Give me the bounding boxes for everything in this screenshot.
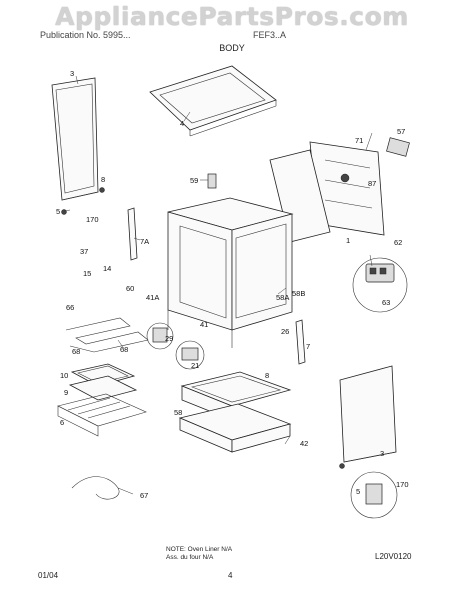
side-panel-right[interactable]	[339, 365, 397, 463]
callout-14: 14	[103, 264, 111, 273]
callout-68-left: 68	[72, 347, 80, 356]
callout-1: 1	[346, 236, 350, 245]
oven-rack[interactable]	[57, 393, 147, 437]
callout-59: 59	[190, 176, 198, 185]
publication-number: Publication No. 5995...	[40, 30, 131, 40]
callout-29: 29	[165, 334, 173, 343]
callout-3: 3	[70, 69, 74, 78]
model-number: FEF3..A	[253, 30, 287, 40]
watermark: AppliancePartsPros.com	[55, 2, 409, 31]
callout-170-right: 170	[396, 480, 409, 489]
callout-58b: 58B	[292, 289, 305, 298]
callout-67: 67	[140, 491, 148, 500]
callout-41: 41	[200, 320, 208, 329]
callout-58a: 58A	[276, 293, 289, 302]
callout-68-right: 68	[120, 345, 128, 354]
door-switch[interactable]	[175, 340, 205, 370]
callout-5: 5	[56, 207, 60, 216]
callout-15: 15	[83, 269, 91, 278]
serial-plate[interactable]	[386, 137, 410, 157]
callout-7: 7	[306, 342, 310, 351]
callout-170: 170	[86, 215, 99, 224]
screw-right	[339, 463, 345, 469]
callout-4: 4	[180, 119, 184, 128]
broil-element[interactable]	[71, 476, 120, 500]
screw-left	[61, 209, 67, 215]
note-line-1: NOTE: Oven Liner N/A	[166, 546, 233, 553]
outlet-receptacle[interactable]	[146, 322, 174, 350]
callout-66: 66	[66, 303, 74, 312]
callout-3-right: 3	[380, 449, 384, 458]
storage-drawer[interactable]	[178, 371, 292, 453]
callout-9: 9	[64, 388, 68, 397]
callout-labels: 3 4 71 57 8 59 87 5 170 7A 37 1 62 14 15…	[56, 69, 409, 500]
callout-60: 60	[126, 284, 134, 293]
callout-8: 8	[101, 175, 105, 184]
side-panel-left[interactable]	[51, 77, 99, 201]
note-line-2: Ass. du four N/A	[166, 554, 214, 561]
cooktop-top-panel[interactable]	[149, 65, 277, 137]
callout-42: 42	[300, 439, 308, 448]
spacer-part[interactable]	[207, 173, 217, 189]
screw-left-upper	[99, 187, 105, 193]
callout-62: 62	[394, 238, 402, 247]
section-title: BODY	[219, 43, 245, 53]
callout-37: 37	[80, 247, 88, 256]
callout-41a: 41A	[146, 293, 159, 302]
callout-26: 26	[281, 327, 289, 336]
page-number: 4	[228, 571, 233, 580]
callout-6: 6	[60, 418, 64, 427]
callout-71: 71	[355, 136, 363, 145]
callout-5-right: 5	[356, 487, 360, 496]
callout-57: 57	[397, 127, 405, 136]
callout-87: 87	[368, 179, 376, 188]
leveling-leg[interactable]	[350, 471, 398, 519]
door-hinge-left[interactable]	[127, 207, 138, 261]
oven-body-frame[interactable]	[167, 197, 294, 348]
callout-8-drawer: 8	[265, 371, 269, 380]
broiler-pan[interactable]	[68, 363, 138, 401]
diagram-code: L20V0120	[375, 552, 412, 561]
callout-7a: 7A	[140, 237, 149, 246]
footer-date: 01/04	[38, 571, 59, 580]
callout-10: 10	[60, 371, 68, 380]
callout-58: 58	[174, 408, 182, 417]
callout-21: 21	[191, 361, 199, 370]
leader-lines	[63, 75, 373, 495]
callout-63: 63	[382, 298, 390, 307]
note-block: NOTE: Oven Liner N/A Ass. du four N/A	[166, 546, 232, 562]
bake-element[interactable]	[65, 317, 149, 353]
door-hinge-right[interactable]	[295, 319, 306, 365]
terminal-block-assembly[interactable]	[352, 257, 408, 313]
